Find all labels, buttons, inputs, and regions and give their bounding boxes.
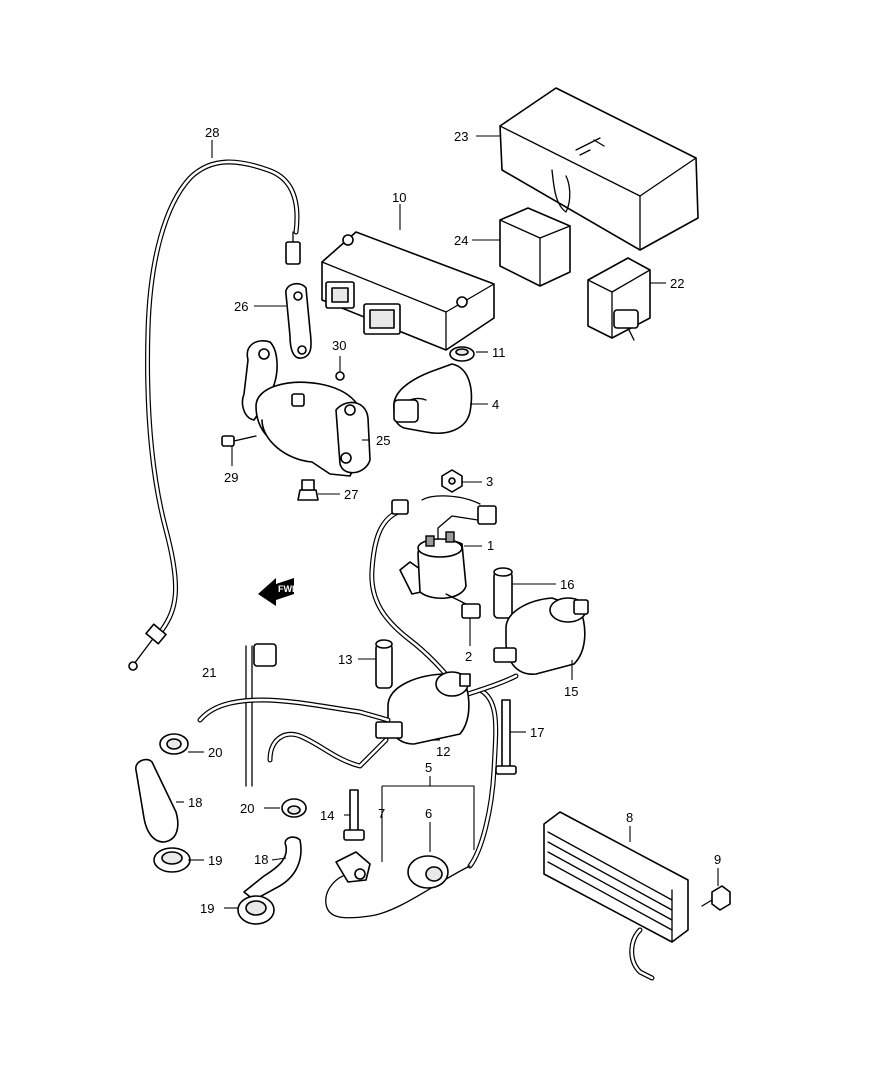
- clamp-19b: [237, 895, 275, 925]
- callout-21: 21: [202, 665, 216, 680]
- callout-29: 29: [224, 470, 238, 485]
- fwd-arrow-icon: FWD: [258, 578, 299, 606]
- callout-20b: 20: [240, 801, 254, 816]
- callout-8: 8: [626, 810, 633, 825]
- hose-18a: [135, 758, 179, 843]
- callout-26: 26: [234, 299, 248, 314]
- leader-lines: [176, 135, 719, 909]
- callout-4: 4: [492, 397, 499, 412]
- relay-22: [587, 257, 651, 341]
- cover-23: [499, 87, 699, 251]
- callout-22: 22: [670, 276, 684, 291]
- horn-25: [241, 340, 371, 477]
- callout-24: 24: [454, 233, 468, 248]
- callout-5: 5: [425, 760, 432, 775]
- relay-24: [499, 207, 571, 287]
- callout-11: 11: [492, 345, 506, 360]
- high-tension-cable-28: [128, 159, 301, 671]
- fwd-label: FWD: [278, 584, 299, 594]
- callout-7: 7: [378, 806, 385, 821]
- callouts: 1 2 3 4 5 6 7 8 9 10 11 12 13 14 15 16 1…: [188, 125, 721, 916]
- ignition-coil-15: [459, 597, 589, 699]
- callout-12: 12: [436, 744, 450, 759]
- callout-28: 28: [205, 125, 219, 140]
- callout-6: 6: [425, 806, 432, 821]
- bolt-14: [343, 789, 365, 841]
- callout-2: 2: [465, 649, 472, 664]
- plug-cord-21: [197, 643, 391, 787]
- callout-25: 25: [376, 433, 390, 448]
- callout-19b: 19: [200, 901, 214, 916]
- grommet-20b: [281, 798, 307, 818]
- bracket-26: [285, 282, 312, 359]
- callout-15: 15: [564, 684, 578, 699]
- nut-3: [441, 469, 463, 493]
- callout-19a: 19: [208, 853, 222, 868]
- callout-18b: 18: [254, 852, 268, 867]
- spacer-13: [375, 639, 393, 689]
- callout-17: 17: [530, 725, 544, 740]
- callout-16: 16: [560, 577, 574, 592]
- bolt-27: [297, 479, 319, 501]
- sensor-7: [335, 851, 371, 883]
- callout-1: 1: [487, 538, 494, 553]
- callout-23: 23: [454, 129, 468, 144]
- clamp-19a: [153, 847, 191, 873]
- grommet-11: [449, 346, 475, 362]
- wiring-harness: [325, 495, 499, 919]
- callout-9: 9: [714, 852, 721, 867]
- rubber-boot-4: [393, 363, 473, 434]
- grommet-20a: [159, 733, 189, 755]
- ignition-coil-12: [375, 671, 471, 745]
- starter-relay-1: [399, 515, 479, 599]
- sensor-6: [407, 855, 449, 889]
- callout-20a: 20: [208, 745, 222, 760]
- callout-18a: 18: [188, 795, 202, 810]
- callout-13: 13: [338, 652, 352, 667]
- callout-3: 3: [486, 474, 493, 489]
- callout-27: 27: [344, 487, 358, 502]
- hose-18b: [243, 836, 302, 901]
- regulator-rectifier-8: [543, 811, 689, 981]
- screw-29: [221, 435, 257, 447]
- spacer-16: [493, 567, 513, 619]
- callout-30: 30: [332, 338, 346, 353]
- bolt-9: [701, 885, 731, 911]
- bolt-2: [445, 593, 481, 619]
- nut-30: [335, 371, 345, 381]
- callout-14: 14: [320, 808, 334, 823]
- bolt-17: [495, 699, 517, 775]
- callout-10: 10: [392, 190, 406, 205]
- ignitor-unit-10: [321, 231, 495, 351]
